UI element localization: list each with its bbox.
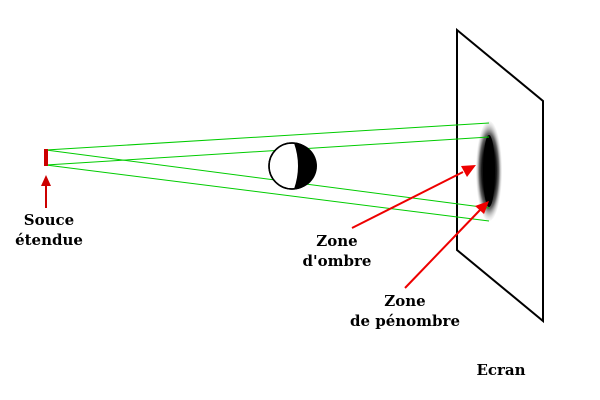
opaque-object (268, 142, 317, 190)
extended-source (44, 149, 48, 166)
penumbra-label-line2: de pénombre (349, 312, 460, 330)
penumbra-arrow (404, 201, 489, 289)
source-label-line1: Souce (23, 211, 75, 229)
ray (45, 136, 490, 166)
screen-label: Ecran (476, 361, 526, 379)
umbra-arrow (351, 165, 476, 229)
source-label: Souce étendue (14, 210, 84, 250)
umbra-label-line2: d'ombre (302, 252, 372, 270)
penumbra-label: Zone de pénombre (345, 291, 465, 331)
umbra-label: Zone d'ombre (292, 231, 382, 271)
ray (45, 164, 490, 222)
umbra-zone (483, 135, 495, 207)
umbra-label-line1: Zone (316, 232, 358, 250)
ray (45, 122, 490, 151)
ray (45, 149, 490, 209)
source-arrow (41, 175, 51, 208)
source-label-line2: étendue (15, 231, 83, 249)
penumbra-label-line1: Zone (384, 292, 426, 310)
